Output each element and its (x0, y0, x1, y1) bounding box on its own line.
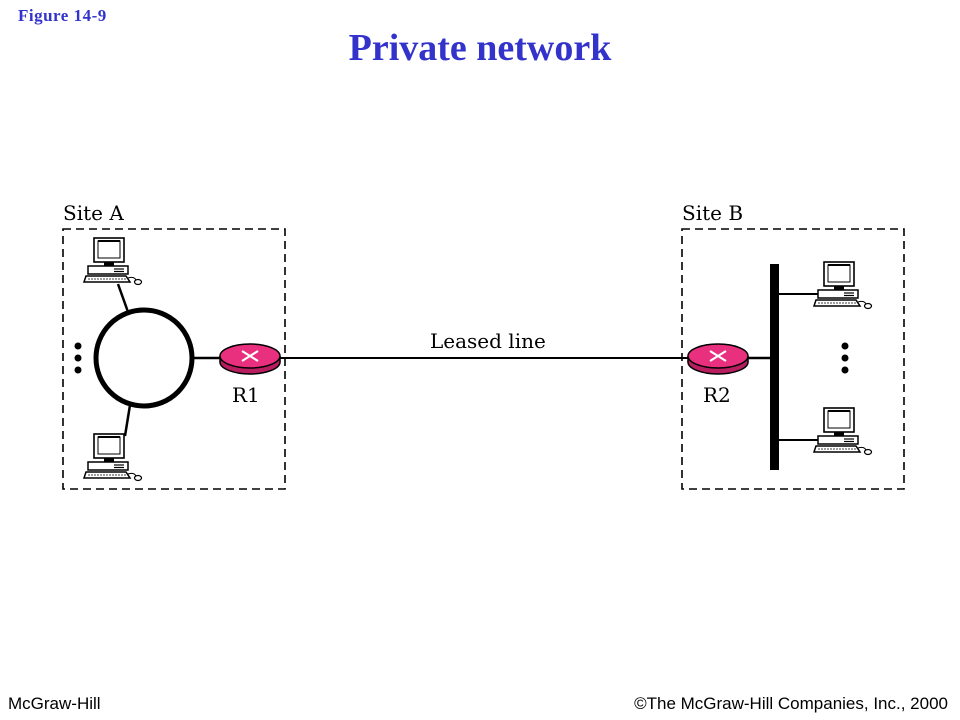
site-a-label: Site A (63, 201, 124, 225)
ring-network-icon (93, 307, 195, 409)
router-r1-label: R1 (232, 383, 260, 407)
site-b-boundary (681, 228, 905, 490)
router-icon (218, 342, 282, 376)
leased-line-label: Leased line (430, 329, 546, 353)
computer-icon (83, 237, 143, 286)
computer-icon (813, 407, 873, 456)
figure-label: Figure 14-9 (18, 6, 107, 25)
router-icon (686, 342, 750, 376)
ellipsis-icon (74, 342, 82, 374)
ring-link-bottom (123, 404, 132, 437)
computer-icon (83, 433, 143, 482)
site-b-label: Site B (682, 201, 743, 225)
bus-backbone-icon (770, 264, 779, 470)
computer-icon (813, 261, 873, 310)
site-a: Site A R1 (62, 201, 286, 490)
site-b: Site B R2 (681, 201, 905, 490)
ellipsis-icon (841, 342, 849, 374)
footer-publisher: McGraw-Hill (8, 694, 101, 713)
ring-link-top (116, 283, 130, 313)
router-r2-label: R2 (703, 383, 731, 407)
footer-copyright: ©The McGraw-Hill Companies, Inc., 2000 (634, 694, 948, 713)
page-title: Private network (348, 27, 612, 69)
